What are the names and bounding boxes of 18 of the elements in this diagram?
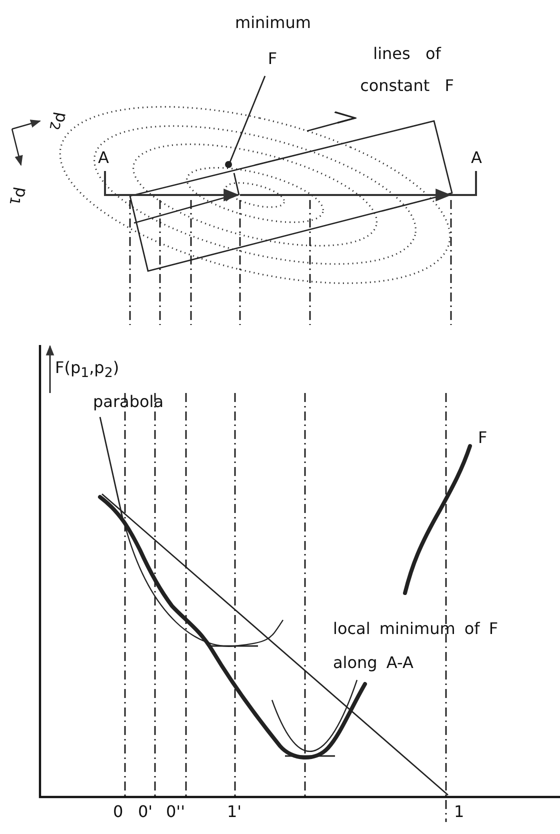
- leader-line: [99, 416, 124, 520]
- tick-label: 0': [138, 802, 153, 822]
- annotation-text: minimum F: [235, 5, 310, 77]
- leader-line: [229, 76, 266, 162]
- annotation-text: local minimum of F along A-A: [333, 618, 500, 674]
- tick-label: 1: [454, 802, 464, 822]
- section-letter: A: [471, 148, 482, 168]
- annotation-text: lines of constant F: [352, 38, 462, 102]
- section-letter: A: [98, 148, 109, 168]
- axis-label: F(p$_{1}$,p$_{2}$): [55, 358, 120, 384]
- leader-arrow: [306, 111, 356, 132]
- minimum-point: [225, 161, 232, 168]
- annotation-text: parabola: [93, 387, 164, 417]
- curve-label: F: [478, 428, 488, 448]
- tick-label: 1': [227, 802, 242, 822]
- contour-line: [260, 117, 351, 148]
- tick-label: 0'': [166, 802, 185, 822]
- tick-label: 0: [113, 802, 124, 822]
